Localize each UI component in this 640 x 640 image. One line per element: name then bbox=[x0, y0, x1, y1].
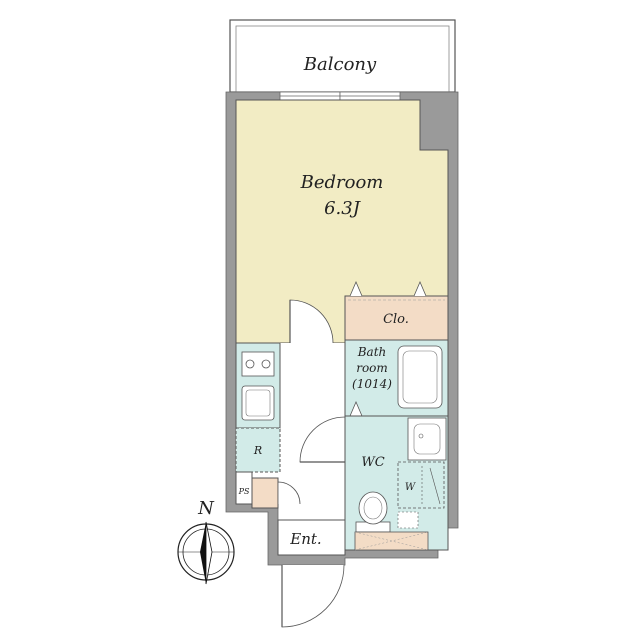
pipe-space: PS bbox=[235, 471, 253, 505]
wet-area-door bbox=[299, 416, 346, 463]
washer-label: W bbox=[405, 482, 416, 493]
kitchen-counter bbox=[235, 342, 281, 429]
balcony: Balcony bbox=[229, 19, 456, 93]
washer-space bbox=[397, 461, 445, 509]
entrance-label: Ent. bbox=[289, 530, 321, 548]
compass-north-label: N bbox=[197, 498, 215, 519]
bathroom-label-3: (1014) bbox=[352, 377, 392, 391]
burner-icon bbox=[261, 359, 271, 369]
bath-door-mark bbox=[349, 400, 363, 417]
burner-icon bbox=[245, 359, 255, 369]
entrance-door bbox=[281, 564, 345, 628]
closet-door-mark-2 bbox=[413, 280, 427, 297]
sink bbox=[241, 385, 275, 421]
storage-door bbox=[277, 481, 301, 505]
refrigerator-label: R bbox=[253, 444, 262, 457]
bedroom-label: Bedroom bbox=[300, 172, 384, 193]
compass-needle-dark bbox=[200, 522, 206, 584]
refrigerator: R bbox=[235, 427, 281, 473]
closet-label: Clo. bbox=[383, 312, 409, 327]
north-compass: N bbox=[177, 498, 235, 585]
pipe-space-label: PS bbox=[238, 487, 250, 496]
closet-door-mark-1 bbox=[349, 280, 363, 297]
balcony-label: Balcony bbox=[303, 54, 377, 75]
wc-label: WC bbox=[361, 455, 384, 470]
wc-room: WC W bbox=[344, 415, 449, 551]
entry-storage bbox=[251, 477, 279, 509]
stove bbox=[241, 351, 275, 377]
entrance: Ent. bbox=[277, 519, 346, 628]
compass-needle-light bbox=[205, 521, 213, 585]
toilet-bowl bbox=[358, 491, 388, 525]
bedroom-size: 6.3J bbox=[324, 198, 362, 219]
bathtub bbox=[397, 345, 443, 409]
bathroom: Bath room (1014) bbox=[344, 339, 449, 417]
bathroom-label-2: room bbox=[356, 361, 388, 375]
bathroom-label-1: Bath bbox=[357, 345, 387, 359]
bedroom-door bbox=[289, 299, 334, 344]
bedroom: Bedroom 6.3J bbox=[235, 99, 449, 344]
washbasin bbox=[407, 417, 447, 461]
